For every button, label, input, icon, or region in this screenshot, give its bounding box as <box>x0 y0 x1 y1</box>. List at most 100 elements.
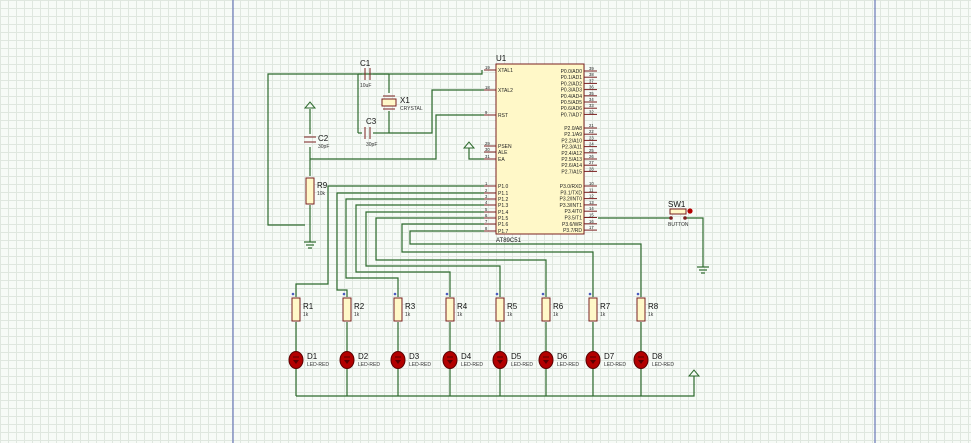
chip-pin-left[interactable]: 2P1.1 <box>484 188 509 197</box>
c3-ref: C3 <box>366 117 377 126</box>
resistor-ref: R6 <box>553 302 564 311</box>
pin-number: 22 <box>589 129 594 134</box>
capacitor-c2[interactable]: C1 10uF <box>360 59 371 89</box>
ground-symbol-reset <box>304 241 316 249</box>
push-button-sw1[interactable]: SW1 BUTTON <box>668 200 693 228</box>
pin-number: 1 <box>485 181 488 186</box>
c1-value: 30pF <box>318 144 329 150</box>
pin-name: XTAL1 <box>498 68 513 74</box>
resistor-value: 1k <box>405 312 411 318</box>
resistor-r9[interactable]: R9 10k <box>305 177 328 205</box>
pin-number: 25 <box>589 148 594 153</box>
pin-number: 13 <box>589 200 594 205</box>
pin-number: 38 <box>589 72 594 77</box>
resistor-value: 1k <box>354 312 360 318</box>
pin-name: P3.2/INT0 <box>559 197 582 203</box>
pin-name: P1.3 <box>498 203 509 209</box>
crystal-x1[interactable]: X1 CRYSTAL <box>381 95 423 112</box>
led-value: LED-RED <box>604 362 626 368</box>
capacitor-c3[interactable]: C3 30pF <box>364 117 377 148</box>
pin-name: XTAL2 <box>498 88 513 94</box>
capacitor-c1[interactable]: C2 30pF <box>304 134 329 150</box>
pin-name: P1.4 <box>498 210 509 216</box>
pin-number: 15 <box>589 213 594 218</box>
resistor-value: 1k <box>600 312 606 318</box>
chip-pin-left[interactable]: 1P1.0 <box>484 181 509 190</box>
pin-number: 26 <box>589 154 594 159</box>
led-ref: D7 <box>604 352 615 361</box>
pin-number: 34 <box>589 97 594 102</box>
pin-number: 36 <box>589 85 594 90</box>
chip-pin-left[interactable]: 7P1.6 <box>484 219 509 228</box>
chip-pin-left[interactable]: 4P1.3 <box>484 200 509 209</box>
chip-pin-left[interactable]: 5P1.4 <box>484 207 509 216</box>
led-value: LED-RED <box>358 362 380 368</box>
vcc-arrow-ea <box>462 141 476 149</box>
microcontroller-u1[interactable]: U1 AT89C51 19XTAL118XTAL29RST29PSEN30ALE… <box>484 54 597 244</box>
pin-number: 3 <box>485 194 488 199</box>
pin-name: P2.3/A11 <box>562 145 582 151</box>
resistor-value: 1k <box>507 312 513 318</box>
pin-name: P1.0 <box>498 184 509 190</box>
pin-number: 18 <box>485 85 490 90</box>
chip-pin-left[interactable]: 8P1.7 <box>484 226 509 235</box>
pin-number: 39 <box>589 66 594 71</box>
chip-pin-left[interactable]: 6P1.5 <box>484 213 509 222</box>
resistor-ref: R5 <box>507 302 518 311</box>
chip-pin-left[interactable]: 3P1.2 <box>484 194 509 203</box>
pin-name: P0.1/AD1 <box>561 75 583 81</box>
pin-name: P3.5/T1 <box>564 216 582 222</box>
pin-name: P0.5/AD5 <box>561 100 583 106</box>
pin-number: 4 <box>485 200 488 205</box>
